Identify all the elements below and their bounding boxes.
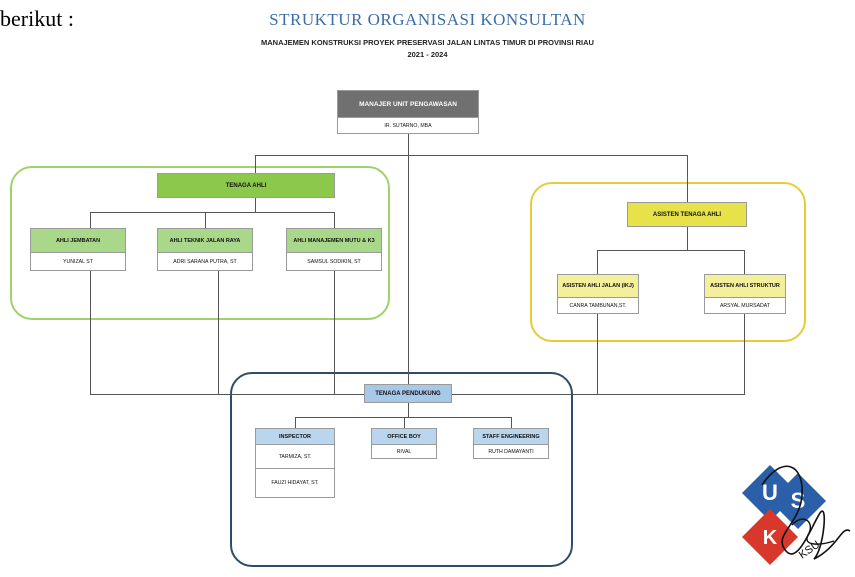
assistants-group-frame [530, 182, 806, 342]
assistant-role: ASISTEN AHLI JALAN (IKJ) [558, 275, 638, 297]
connector-line [408, 134, 409, 386]
support-group-frame [230, 372, 573, 567]
inspector-role: INSPECTOR [256, 429, 334, 444]
svg-text:K: K [763, 527, 778, 549]
office-boy-name: RIVAL [372, 444, 436, 458]
expert-node-bridge: AHLI JEMBATAN YUNIZAL ST [30, 228, 126, 271]
connector-line [511, 417, 512, 428]
connector-line [90, 212, 334, 213]
connector-line [597, 314, 598, 394]
connector-line [687, 155, 688, 202]
connector-line [687, 227, 688, 250]
expert-role: AHLI MANAJEMEN MUTU & K3 [287, 229, 381, 252]
inspector-name-1: TARMIZA, ST. [256, 444, 334, 468]
connector-line [295, 417, 296, 428]
connector-line [334, 271, 335, 394]
office-boy-role: OFFICE BOY [372, 429, 436, 444]
connector-line [255, 155, 256, 173]
assistant-node-structure: ASISTEN AHLI STRUKTUR ARSYAL MURSADAT [704, 274, 786, 314]
assistant-role: ASISTEN AHLI STRUKTUR [705, 275, 785, 297]
expert-name: YUNIZAL ST [31, 252, 125, 270]
assistant-name: CANRA TAMBUNAN,ST. [558, 297, 638, 313]
connector-line [744, 250, 745, 274]
expert-node-road: AHLI TEKNIK JALAN RAYA ADRI SARANA PUTRA… [157, 228, 253, 271]
connector-line [255, 198, 256, 212]
experts-header-node: TENAGA AHLI [157, 173, 335, 198]
manager-name: IR. SUTARNO, MBA [338, 117, 478, 133]
chart-years: 2021 - 2024 [407, 50, 448, 59]
experts-header: TENAGA AHLI [158, 174, 334, 197]
intro-text: berikut : [0, 6, 74, 31]
manager-node: MANAJER UNIT PENGAWASAN IR. SUTARNO, MBA [337, 90, 479, 134]
expert-name: SAMSUL SODIKIN, ST [287, 252, 381, 270]
chart-subtitle: MANAJEMEN KONSTRUKSI PROYEK PRESERVASI J… [261, 38, 594, 47]
inspector-node: INSPECTOR TARMIZA, ST. FAUZI HIDAYAT, ST… [255, 428, 335, 498]
assistant-node-road: ASISTEN AHLI JALAN (IKJ) CANRA TAMBUNAN,… [557, 274, 639, 314]
svg-text:KSU: KSU [797, 539, 822, 562]
connector-line [218, 271, 219, 394]
connector-line [295, 417, 511, 418]
connector-line [90, 212, 91, 228]
connector-line [90, 271, 91, 394]
ubs-logo: U S K KSU [742, 465, 851, 565]
connector-line [404, 417, 405, 428]
staff-engineering-name: RUTH DAMAYANTI [474, 444, 548, 458]
expert-role: AHLI TEKNIK JALAN RAYA [158, 229, 252, 252]
svg-text:U: U [762, 480, 778, 505]
connector-line [744, 314, 745, 394]
office-boy-node: OFFICE BOY RIVAL [371, 428, 437, 459]
assistant-name: ARSYAL MURSADAT [705, 297, 785, 313]
experts-group-frame [10, 166, 390, 320]
staff-engineering-role: STAFF ENGINEERING [474, 429, 548, 444]
expert-node-quality: AHLI MANAJEMEN MUTU & K3 SAMSUL SODIKIN,… [286, 228, 382, 271]
expert-role: AHLI JEMBATAN [31, 229, 125, 252]
connector-line [408, 403, 409, 417]
connector-line [597, 250, 598, 274]
expert-name: ADRI SARANA PUTRA, ST [158, 252, 252, 270]
manager-role: MANAJER UNIT PENGAWASAN [338, 91, 478, 117]
support-header: TENAGA PENDUKUNG [365, 385, 451, 402]
assistants-header: ASISTEN TENAGA AHLI [628, 203, 746, 226]
inspector-name-2: FAUZI HIDAYAT, ST. [256, 468, 334, 497]
support-header-node: TENAGA PENDUKUNG [364, 384, 452, 403]
connector-line [597, 250, 744, 251]
connector-line [255, 155, 687, 156]
connector-line [334, 212, 335, 228]
assistants-header-node: ASISTEN TENAGA AHLI [627, 202, 747, 227]
chart-title: STRUKTUR ORGANISASI KONSULTAN [269, 10, 586, 29]
connector-line [205, 212, 206, 228]
staff-engineering-node: STAFF ENGINEERING RUTH DAMAYANTI [473, 428, 549, 459]
